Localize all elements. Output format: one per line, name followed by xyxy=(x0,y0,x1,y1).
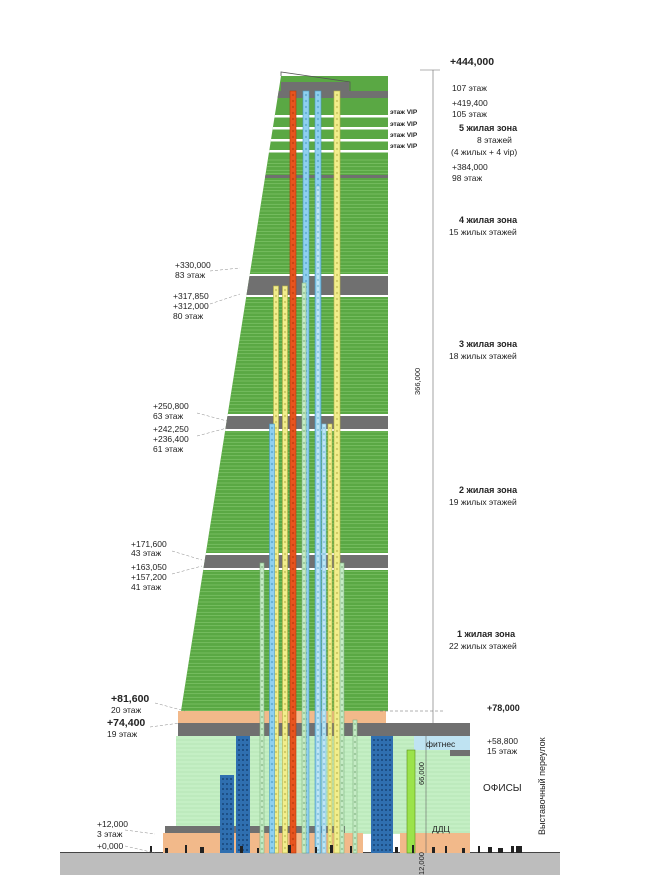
marker-384-floor: 98 этаж xyxy=(452,173,482,183)
zone-2-name: 2 жилая зона xyxy=(459,485,518,495)
marker-171-value: +171,600 xyxy=(131,539,167,549)
zone-5-detail: (4 жилых + 4 vip) xyxy=(451,147,517,157)
marker-78-value: +78,000 xyxy=(487,703,520,713)
zone-3-name: 3 жилая зона xyxy=(459,339,518,349)
ddc-gray xyxy=(165,826,345,833)
vip-band xyxy=(181,127,388,130)
leader-lines xyxy=(124,267,241,854)
marker-330-floor: 83 этаж xyxy=(175,270,205,280)
vip-label: этаж VIP xyxy=(390,109,418,116)
marker-12-value: +12,000 xyxy=(97,819,128,829)
marker-81-floor: 20 этаж xyxy=(111,705,141,715)
marker-171-floor: 43 этаж xyxy=(131,548,161,558)
marker-250-floor: 63 этаж xyxy=(153,411,183,421)
marker-157-value: +157,200 xyxy=(131,572,167,582)
marker-317-value: +317,850 xyxy=(173,291,209,301)
base-tech xyxy=(400,833,470,853)
roof-mechanical xyxy=(276,91,388,98)
marker-236-value: +236,400 xyxy=(153,434,189,444)
zone-4-name: 4 жилая зона xyxy=(459,215,518,225)
vip-label: этаж VIP xyxy=(390,121,418,128)
elevator-shafts xyxy=(259,90,358,854)
zone-2-floors: 19 жилых этажей xyxy=(449,497,517,507)
ground xyxy=(60,853,560,875)
marker-81-value: +81,600 xyxy=(111,693,149,705)
marker-419-value: +419,400 xyxy=(452,98,488,108)
street-silhouettes xyxy=(150,845,522,853)
zone-1-name: 1 жилая зона xyxy=(457,629,516,639)
marker-58-floor: 15 этаж xyxy=(487,746,517,756)
zone-4-floors: 15 жилых этажей xyxy=(449,227,517,237)
marker-12-floor: 3 этаж xyxy=(97,829,123,839)
offices-label: ОФИСЫ xyxy=(483,783,522,794)
lime-shaft xyxy=(406,749,416,854)
marker-312-floor: 80 этаж xyxy=(173,311,203,321)
dimension-tower: 366,000 xyxy=(413,368,422,395)
roof-cap xyxy=(281,82,349,91)
vip-label: этаж VIP xyxy=(390,143,418,150)
tech-floor-band-5 xyxy=(181,175,388,178)
marker-384-value: +384,000 xyxy=(452,162,488,172)
marker-242-value: +242,250 xyxy=(153,424,189,434)
fitness-zone xyxy=(414,736,470,750)
marker-58-value: +58,800 xyxy=(487,736,518,746)
marker-74-value: +74,400 xyxy=(107,717,145,729)
marker-163-value: +163,050 xyxy=(131,562,167,572)
fitness-gray xyxy=(450,750,470,756)
vip-band xyxy=(181,150,388,153)
zone-5-name: 5 жилая зона xyxy=(459,123,518,133)
dimension-podium: 66,000 xyxy=(417,762,426,785)
roof-outline xyxy=(280,71,351,91)
vip-band xyxy=(181,115,388,118)
marker-312-value: +312,000 xyxy=(173,301,209,311)
dimension-base: 12,000 xyxy=(417,852,426,875)
marker-250-value: +250,800 xyxy=(153,401,189,411)
white-gap xyxy=(181,274,388,276)
marker-74-floor: 19 этаж xyxy=(107,729,137,739)
marker-236-floor: 61 этаж xyxy=(153,444,183,454)
zone-3-floors: 18 жилых этажей xyxy=(449,351,517,361)
blue-block-pattern xyxy=(222,739,391,851)
top-elevation: +444,000 xyxy=(450,56,494,68)
marker-330-value: +330,000 xyxy=(175,260,211,270)
ddc-label: ДДЦ xyxy=(432,824,451,834)
marker-157-floor: 41 этаж xyxy=(131,582,161,592)
marker-419-floor: 105 этаж xyxy=(452,109,487,119)
top-floor: 107 этаж xyxy=(452,83,487,93)
fitness-label: фитнес xyxy=(426,739,456,749)
marker-0-value: +0,000 xyxy=(97,841,124,851)
vip-label: этаж VIP xyxy=(390,132,418,139)
street-label: Выставочный переулок xyxy=(537,737,547,835)
zone-1-floors: 22 жилых этажей xyxy=(449,641,517,651)
vip-band xyxy=(181,139,388,142)
zone-5-floors: 8 этажей xyxy=(477,135,512,145)
